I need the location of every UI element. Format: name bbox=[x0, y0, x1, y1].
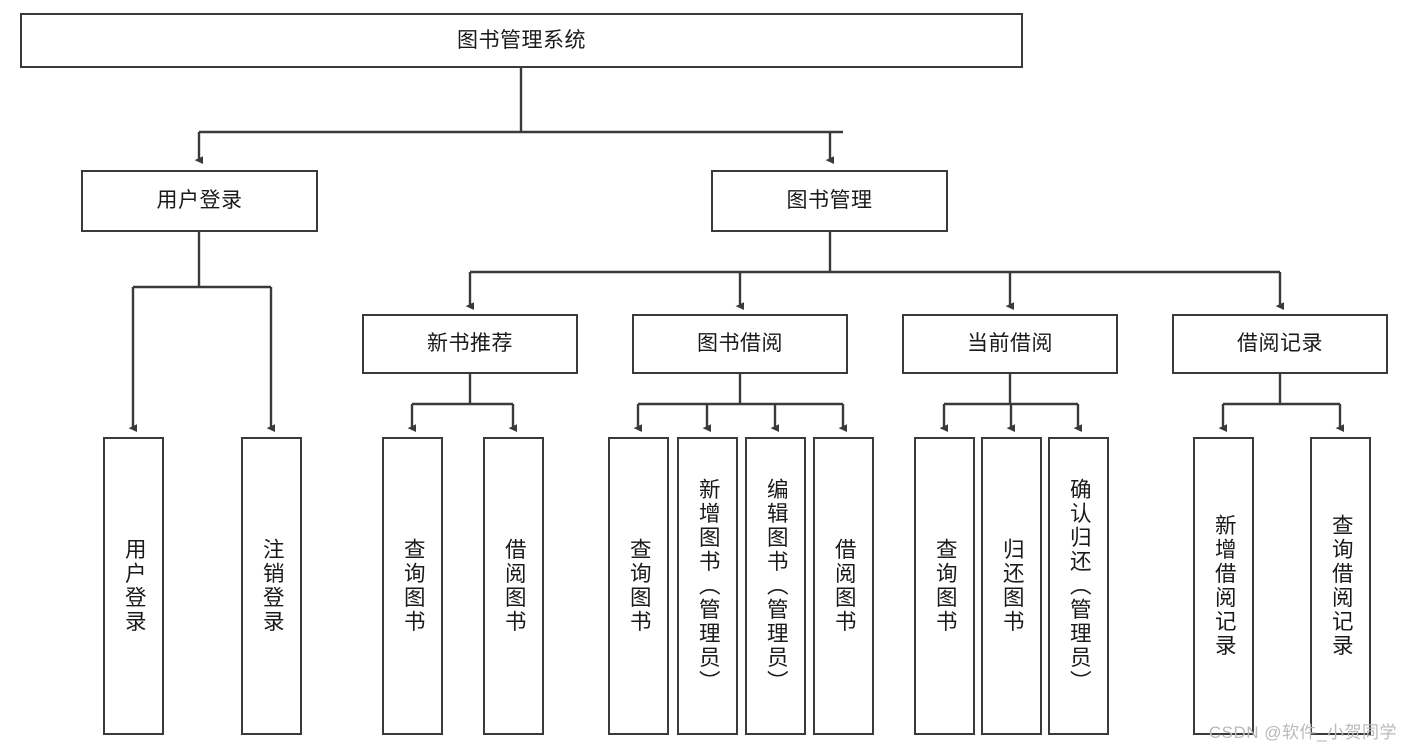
leaf-confirm-return[interactable]: 确认归还（管理员） bbox=[1048, 437, 1109, 735]
leaf-query-book-2[interactable]: 查询图书 bbox=[608, 437, 669, 735]
leaf-confirm-return-label: 确认归还（管理员） bbox=[1067, 478, 1092, 694]
leaf-borrow-book-1-label: 借阅图书 bbox=[502, 538, 527, 634]
leaf-logout-login[interactable]: 注销登录 bbox=[241, 437, 302, 735]
node-book-borrow[interactable]: 图书借阅 bbox=[632, 314, 848, 374]
leaf-query-book-2-label: 查询图书 bbox=[627, 538, 652, 634]
leaf-add-record[interactable]: 新增借阅记录 bbox=[1193, 437, 1254, 735]
leaf-user-login[interactable]: 用户登录 bbox=[103, 437, 164, 735]
leaf-borrow-book-2-label: 借阅图书 bbox=[832, 538, 857, 634]
node-root[interactable]: 图书管理系统 bbox=[20, 13, 1023, 68]
node-borrow-record-label: 借阅记录 bbox=[1237, 332, 1323, 356]
node-user-login[interactable]: 用户登录 bbox=[81, 170, 318, 232]
node-current-borrow-label: 当前借阅 bbox=[967, 332, 1053, 356]
leaf-borrow-book-2[interactable]: 借阅图书 bbox=[813, 437, 874, 735]
leaf-logout-login-label: 注销登录 bbox=[260, 538, 285, 634]
leaf-query-record-label: 查询借阅记录 bbox=[1329, 514, 1354, 658]
node-new-book-recommend[interactable]: 新书推荐 bbox=[362, 314, 578, 374]
leaf-return-book[interactable]: 归还图书 bbox=[981, 437, 1042, 735]
node-book-manage[interactable]: 图书管理 bbox=[711, 170, 948, 232]
node-book-manage-label: 图书管理 bbox=[786, 189, 873, 213]
node-current-borrow[interactable]: 当前借阅 bbox=[902, 314, 1118, 374]
node-borrow-record[interactable]: 借阅记录 bbox=[1172, 314, 1388, 374]
csdn-watermark: CSDN @软件_小贺同学 bbox=[1208, 723, 1397, 742]
node-new-book-recommend-label: 新书推荐 bbox=[427, 332, 513, 356]
leaf-return-book-label: 归还图书 bbox=[1000, 538, 1025, 634]
leaf-borrow-book-1[interactable]: 借阅图书 bbox=[483, 437, 544, 735]
node-book-borrow-label: 图书借阅 bbox=[697, 332, 783, 356]
leaf-edit-book-label: 编辑图书（管理员） bbox=[764, 478, 789, 694]
leaf-edit-book[interactable]: 编辑图书（管理员） bbox=[745, 437, 806, 735]
leaf-user-login-label: 用户登录 bbox=[122, 538, 147, 634]
node-user-login-label: 用户登录 bbox=[156, 189, 243, 213]
leaf-query-book-3-label: 查询图书 bbox=[933, 538, 958, 634]
leaf-query-book-1[interactable]: 查询图书 bbox=[382, 437, 443, 735]
leaf-query-record[interactable]: 查询借阅记录 bbox=[1310, 437, 1371, 735]
leaf-add-book-label: 新增图书（管理员） bbox=[696, 478, 721, 694]
node-root-label: 图书管理系统 bbox=[457, 28, 586, 52]
leaf-add-record-label: 新增借阅记录 bbox=[1212, 514, 1237, 658]
leaf-query-book-3[interactable]: 查询图书 bbox=[914, 437, 975, 735]
leaf-add-book[interactable]: 新增图书（管理员） bbox=[677, 437, 738, 735]
leaf-query-book-1-label: 查询图书 bbox=[401, 538, 426, 634]
